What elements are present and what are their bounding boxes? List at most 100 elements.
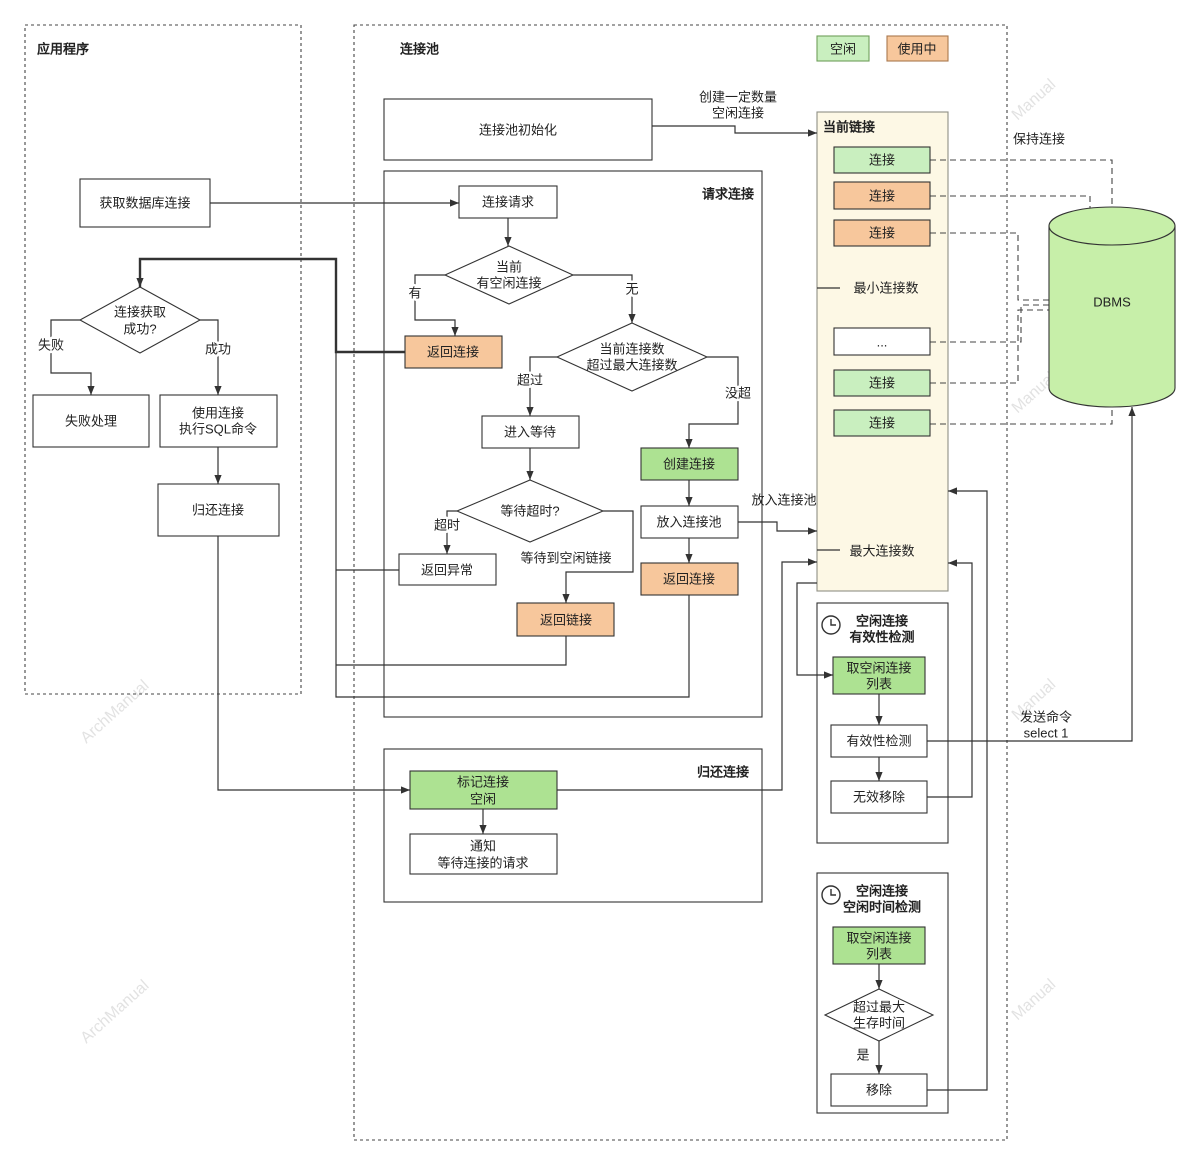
connection-slot-label: 连接 [869,376,895,391]
edge-current-to-fetch [796,582,833,679]
edge-init-to-current [652,125,817,137]
return-exception-label: 返回异常 [421,563,473,578]
notify-waiting-label: 等待连接的请求 [437,856,528,871]
exceed-yes-label: 是 [856,1048,869,1063]
wait-timeout-label: 等待超时? [500,504,559,519]
edge-over-max-yes [526,356,557,416]
connection-slot [833,409,931,437]
request-connection-section-title: 请求连接 [702,187,754,202]
put-into-pool-node [640,505,739,539]
create-connection-node [640,447,739,481]
dbms-top [1048,206,1176,246]
connection-slot-label: 连接 [869,416,895,431]
return-connection-label: 返回连接 [663,572,715,587]
watermark: Manual [1009,976,1059,1024]
pool-init-label: 连接池初始化 [479,123,557,138]
pool-init-node [383,98,653,161]
keep-alive-line [930,304,1049,343]
connection-slot [833,181,931,210]
connection-slot-label: 连接 [869,153,895,168]
return-connection-label: 返回连接 [427,345,479,360]
edge-return-to-application [136,257,405,354]
mark-idle-label: 标记连接 [457,775,509,790]
clock-icon [821,885,841,905]
put-into-pool-label: 放入连接池 [656,515,721,530]
connection-slot [833,327,931,356]
has-idle-label: 当前 [496,260,522,275]
keep-alive-line [930,407,1113,425]
edge-success [200,319,222,395]
use-connection-node [159,394,278,448]
create-connection-label: 创建连接 [663,457,715,472]
fail-handle-label: 失败处理 [65,414,117,429]
over-max-label: 超过最大连接数 [586,358,677,373]
edges [50,125,1136,1091]
mark-idle-node [409,770,558,810]
max-connections-label: 最大连接数 [849,544,914,559]
return-connection-node [157,483,280,537]
edge-got-idle [562,510,634,603]
min-connections-label: 最小连接数 [853,281,918,296]
success-check-label: 成功? [123,322,156,337]
use-connection-label: 使用连接 [192,406,244,421]
keep-alive-label: 保持连接 [1013,132,1065,147]
fetch-idle-list-label: 列表 [866,947,892,962]
fetch-idle-list-label: 取空闲连接 [846,931,911,946]
keep-alive-line [930,309,1049,384]
wait-timeout-diamond [455,479,605,543]
return-link-node [516,602,615,637]
clock-hands [830,619,836,626]
dbms-cylinder: DBMS [1048,206,1176,408]
keep-alive-line [930,159,1113,208]
enter-wait-node [481,415,580,449]
timeout-label: 超时 [434,518,460,533]
exceed-lifetime-label: 生存时间 [853,1016,905,1031]
connection-slot-label: 连接 [869,226,895,241]
connection-request-node [458,185,558,219]
watermark: ArchManual [78,977,153,1047]
watermark: Manual [1009,76,1059,124]
edge-fail [50,319,95,395]
edge-timeout-yes [443,510,457,554]
keep-alive-line [930,195,1091,209]
return-connection-label: 归还连接 [192,503,244,518]
release-nodes: 标记连接 空闲 通知 等待连接的请求 [409,770,558,875]
success-label: 成功 [205,342,231,357]
request-nodes: 连接请求 当前 有空闲连接 返回连接 当前连接数 超过最大连接数 进入等待 等待… [398,185,739,637]
fail-label: 失败 [38,338,64,353]
application-region [24,24,302,695]
not-over-max-label: 没超 [725,386,751,401]
dbms-body [1048,225,1176,408]
fetch-idle-list-node [832,926,926,965]
invalid-remove-node [830,780,928,814]
keep-alive-links [930,159,1113,425]
legend-in-use-swatch [886,35,949,62]
return-connection-node [640,562,739,596]
has-idle-no-label: 无 [625,282,638,297]
put-into-pool-edge-label: 放入连接池 [751,493,816,508]
edge-remove2-to-current [927,487,988,1091]
has-idle-label: 有空闲连接 [476,276,541,291]
connection-slot-label: ... [877,335,888,350]
edge-put-into-current [738,521,817,535]
edge-return-to-mark-idle [217,536,410,794]
edge-over-max-no [685,356,739,448]
validity-check-node [830,724,928,758]
idle-time-check-title: 空闲连接 [856,884,908,899]
get-connection-label: 获取数据库连接 [99,196,190,211]
application-title: 应用程序 [37,42,89,57]
idle-time-check: 空闲连接 空闲时间检测 取空闲连接 列表 超过最大 生存时间 移除 [821,884,935,1107]
enter-wait-label: 进入等待 [504,425,556,440]
connection-slot [833,219,931,247]
legend-idle-label: 空闲 [830,42,856,57]
over-max-label: 当前连接数 [599,342,664,357]
edge-check-to-dbms [927,407,1136,742]
validity-check-title: 空闲连接 [856,614,908,629]
connection-slot [833,369,931,397]
invalid-remove-label: 无效移除 [853,790,905,805]
edge-has-idle-no [573,274,636,323]
send-command-label: 发送命令 [1020,710,1072,725]
notify-waiting-label: 通知 [470,839,496,854]
mark-idle-label: 空闲 [470,792,496,807]
